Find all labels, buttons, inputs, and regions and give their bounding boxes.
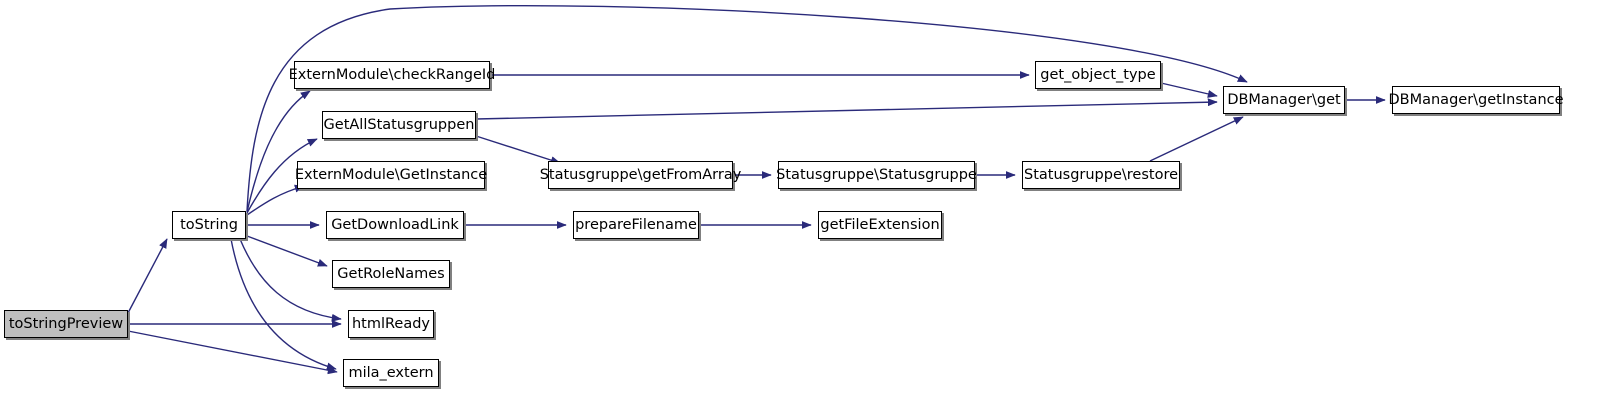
edge-toString-milaExtern [230,238,337,371]
node-toStringPreview[interactable]: toStringPreview [4,310,128,338]
node-label: GetDownloadLink [331,216,459,233]
edge-toStringPreview-toString [127,238,168,314]
node-label: Statusgruppe\getFromArray [539,166,742,183]
node-label: toStringPreview [8,315,124,332]
node-label: Statusgruppe\Statusgruppe [776,166,977,183]
node-preparefilename[interactable]: prepareFilename [573,211,699,239]
node-externmodule-checkrangeid[interactable]: ExternModule\checkRangeId [289,61,495,89]
node-label: GetRoleNames [337,265,445,282]
edge-getAllStatusgruppen-getFromArray [475,135,561,164]
node-label: Statusgruppe\restore [1024,166,1179,183]
edge-statusgruppeRestore-dbManagerGet [1149,116,1244,162]
node-getfileextension[interactable]: getFileExtension [818,211,942,239]
node-getrolenames[interactable]: GetRoleNames [332,260,450,288]
node-label: ExternModule\GetInstance [294,166,488,183]
edge-toString-htmlReady [239,238,342,322]
node-dbmanager-getinstance[interactable]: DBManager\getInstance [1388,86,1564,114]
node-toString[interactable]: toString [172,211,246,239]
node-mila-extern[interactable]: mila_extern [343,359,439,387]
edge-toString-dbManagerGet [246,5,1248,212]
node-label: htmlReady [351,315,431,332]
edge-toString-getAllStatusgruppen [246,138,318,214]
edge-toString-checkRangeId [246,90,311,213]
node-label: getFileExtension [820,216,940,233]
edge-getAllStatusgruppen-dbManagerGet [475,98,1218,120]
node-dbmanager-get[interactable]: DBManager\get [1223,86,1345,114]
node-statusgruppe-statusgruppe[interactable]: Statusgruppe\Statusgruppe [776,161,977,189]
node-get-object-type[interactable]: get_object_type [1035,61,1161,89]
node-getdownloadlink[interactable]: GetDownloadLink [326,211,464,239]
node-label: toString [180,216,238,233]
node-label: get_object_type [1040,66,1156,83]
edge-getObjectType-dbManagerGet [1160,82,1218,98]
node-label: mila_extern [348,364,434,381]
node-label: ExternModule\checkRangeId [288,66,496,83]
node-label: GetAllStatusgruppen [323,116,475,133]
node-label: prepareFilename [575,216,697,233]
edge-toString-externModuleGetInstance [246,184,305,216]
node-label: DBManager\getInstance [1388,91,1564,108]
node-htmlready[interactable]: htmlReady [348,310,434,338]
edge-toStringPreview-milaExtern [127,330,338,375]
node-statusgruppe-restore[interactable]: Statusgruppe\restore [1022,161,1180,189]
node-externmodule-getinstance[interactable]: ExternModule\GetInstance [295,161,487,189]
node-statusgruppe-getfromarray[interactable]: Statusgruppe\getFromArray [540,161,741,189]
node-label: DBManager\get [1227,91,1341,108]
edge-toString-getRoleNames [246,235,328,267]
node-getallstatusgruppen[interactable]: GetAllStatusgruppen [322,111,476,139]
